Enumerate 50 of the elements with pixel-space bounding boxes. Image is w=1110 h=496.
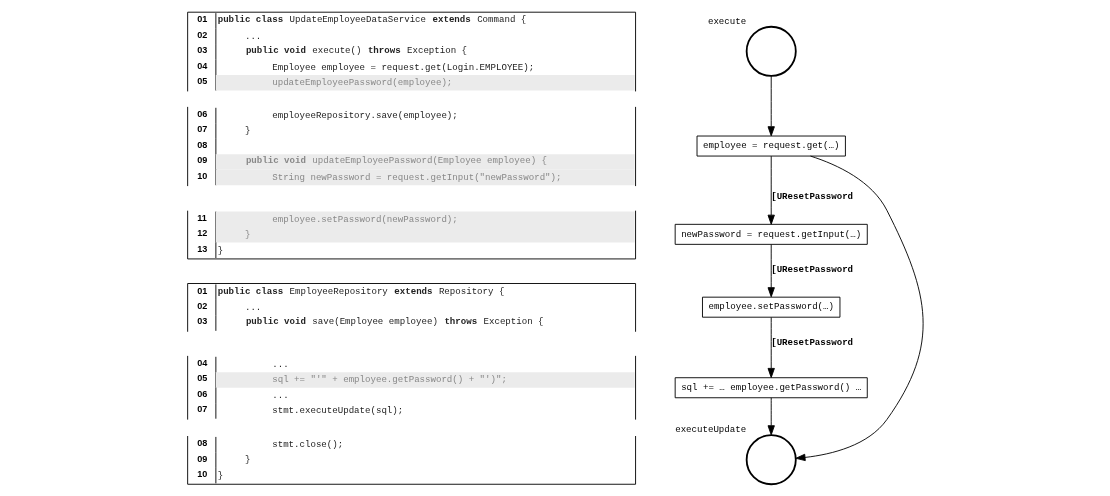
label: } bbox=[244, 229, 250, 241]
label: } bbox=[244, 454, 250, 466]
label: Employee employee = request.get(Login.EMPLOYEE); bbox=[271, 61, 534, 73]
node-label: executeUpdate bbox=[674, 424, 746, 436]
label: sql += "'" + employee.getPassword() + "')"; bbox=[271, 374, 507, 386]
label: 10 bbox=[196, 468, 207, 479]
label: 07 bbox=[196, 124, 207, 135]
label: String newPassword = request.getInput("newPassword"); bbox=[271, 171, 561, 183]
label: 05 bbox=[196, 76, 207, 87]
label: public class UpdateEmployeeDataService extends Command { bbox=[217, 14, 526, 26]
label: 10 bbox=[196, 170, 207, 181]
label: public void save(Employee employee) throws Exception { bbox=[245, 316, 544, 328]
label: 06 bbox=[196, 108, 207, 119]
label: 12 bbox=[196, 228, 207, 239]
label: } bbox=[244, 125, 250, 137]
label: stmt.close(); bbox=[271, 438, 343, 450]
label: 03 bbox=[196, 45, 207, 56]
label: } bbox=[217, 469, 223, 481]
label: 13 bbox=[196, 243, 207, 254]
label: } bbox=[217, 244, 223, 256]
label: 11 bbox=[196, 212, 207, 223]
label: 02 bbox=[196, 301, 207, 311]
label: public void execute() throws Exception { bbox=[245, 45, 467, 57]
label: 06 bbox=[196, 388, 207, 399]
label: updateEmployeePassword(employee); bbox=[271, 77, 452, 89]
edge-label: [UResetPassword bbox=[770, 336, 853, 348]
label: 01 bbox=[196, 285, 207, 296]
label: 09 bbox=[196, 155, 207, 166]
label: employeeRepository.save(employee); bbox=[271, 109, 458, 121]
label: ... bbox=[244, 301, 261, 313]
label: 03 bbox=[196, 316, 207, 327]
label: stmt.executeUpdate(sql); bbox=[271, 405, 403, 417]
edge-label: [UResetPassword bbox=[770, 264, 853, 276]
label: ... bbox=[271, 389, 289, 401]
label: 01 bbox=[196, 14, 207, 25]
label: public void updateEmployeePassword(Employee employee) { bbox=[245, 155, 547, 167]
node-label: execute bbox=[707, 16, 746, 28]
label: 08 bbox=[196, 438, 207, 449]
label: 07 bbox=[196, 404, 207, 415]
edge-label: [UResetPassword bbox=[770, 191, 853, 203]
label: ... bbox=[271, 358, 289, 370]
label: 09 bbox=[196, 453, 207, 464]
label: public class EmployeeRepository extends Repository { bbox=[217, 285, 504, 297]
label: 04 bbox=[196, 357, 207, 368]
label: 02 bbox=[196, 29, 207, 40]
label: employee.setPassword(newPassword); bbox=[271, 213, 458, 225]
label: 04 bbox=[196, 60, 207, 71]
label: ... bbox=[244, 30, 261, 42]
label: 05 bbox=[196, 373, 207, 384]
label: 08 bbox=[196, 139, 207, 150]
